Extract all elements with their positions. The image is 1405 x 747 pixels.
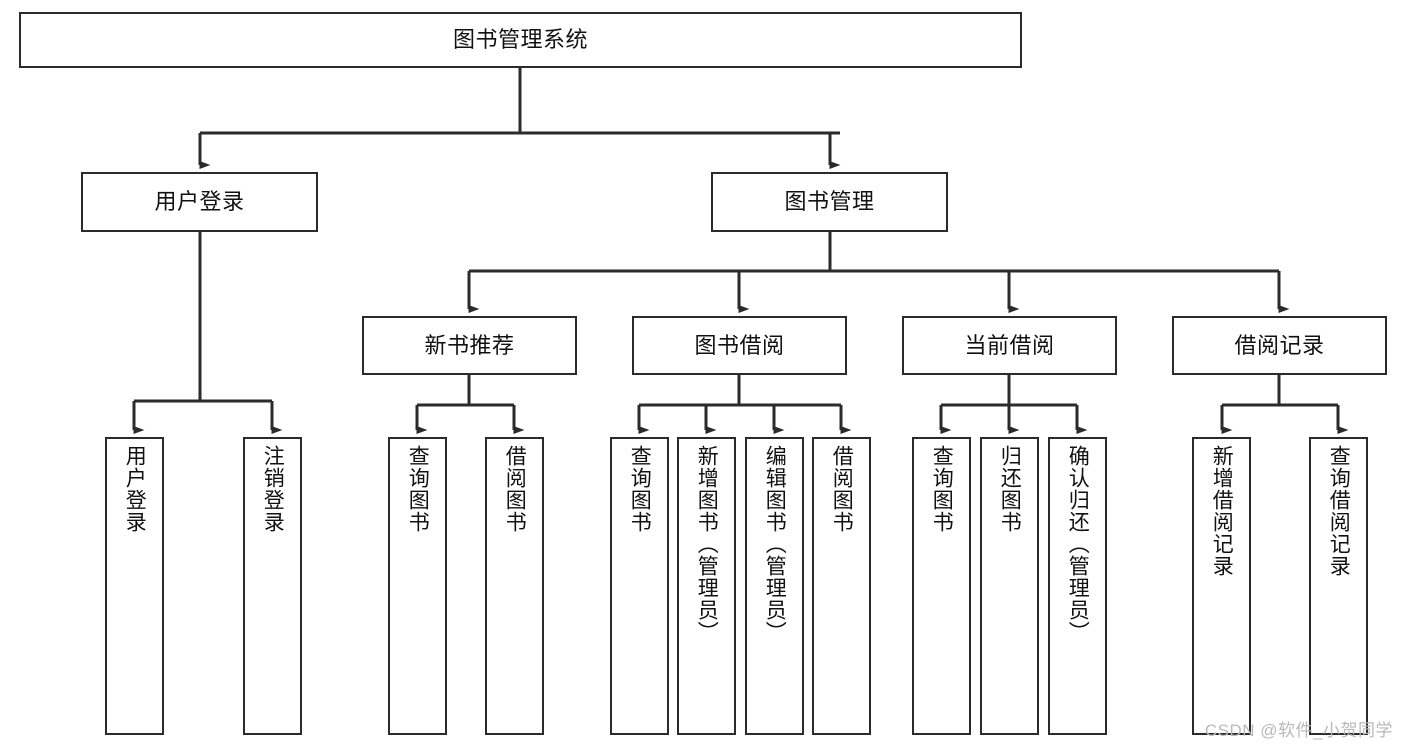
- node-label: 图书管理系统: [452, 27, 588, 53]
- node-label: 查询借阅记录: [1327, 445, 1351, 577]
- node-label: 新增图书（管理员）: [695, 445, 719, 643]
- node-label: 确认归还（管理员）: [1066, 445, 1090, 643]
- leaf-borrow-edit-book-admin[interactable]: 编辑图书（管理员）: [745, 437, 804, 735]
- leaf-record-add-record[interactable]: 新增借阅记录: [1192, 437, 1251, 735]
- node-label: 当前借阅: [964, 332, 1055, 358]
- leaf-user-login-login[interactable]: 用户登录: [105, 437, 164, 735]
- leaf-current-confirm-return-admin[interactable]: 确认归还（管理员）: [1048, 437, 1107, 735]
- leaf-record-query-record[interactable]: 查询借阅记录: [1309, 437, 1368, 735]
- node-label: 图书管理: [784, 189, 875, 215]
- node-label: 用户登录: [154, 189, 245, 215]
- node-label: 注销登录: [261, 445, 285, 533]
- node-label: 借阅图书: [830, 445, 854, 533]
- leaf-current-query-book[interactable]: 查询图书: [912, 437, 971, 735]
- leaf-recommend-borrow-book[interactable]: 借阅图书: [485, 437, 544, 735]
- node-label: 编辑图书（管理员）: [763, 445, 787, 643]
- node-root-system[interactable]: 图书管理系统: [19, 12, 1022, 68]
- node-label: 图书借阅: [694, 332, 785, 358]
- leaf-borrow-query-book[interactable]: 查询图书: [610, 437, 669, 735]
- node-user-login[interactable]: 用户登录: [81, 172, 318, 232]
- node-label: 借阅记录: [1234, 332, 1325, 358]
- node-label: 新书推荐: [424, 332, 515, 358]
- node-label: 用户登录: [123, 445, 147, 533]
- node-label: 借阅图书: [503, 445, 527, 533]
- node-borrow-record[interactable]: 借阅记录: [1172, 316, 1387, 375]
- node-new-book-recommend[interactable]: 新书推荐: [362, 316, 577, 375]
- node-label: 查询图书: [406, 445, 430, 533]
- leaf-recommend-query-book[interactable]: 查询图书: [388, 437, 447, 735]
- node-current-borrow[interactable]: 当前借阅: [902, 316, 1117, 375]
- node-label: 新增借阅记录: [1210, 445, 1234, 577]
- node-label: 查询图书: [628, 445, 652, 533]
- watermark-text: CSDN @软件_小贺同学: [1204, 721, 1393, 740]
- node-book-borrow[interactable]: 图书借阅: [632, 316, 847, 375]
- node-label: 查询图书: [930, 445, 954, 533]
- leaf-borrow-borrow-book[interactable]: 借阅图书: [812, 437, 871, 735]
- leaf-borrow-add-book-admin[interactable]: 新增图书（管理员）: [677, 437, 736, 735]
- node-book-management[interactable]: 图书管理: [711, 172, 948, 232]
- node-label: 归还图书: [998, 445, 1022, 533]
- leaf-user-login-logout[interactable]: 注销登录: [243, 437, 302, 735]
- leaf-current-return-book[interactable]: 归还图书: [980, 437, 1039, 735]
